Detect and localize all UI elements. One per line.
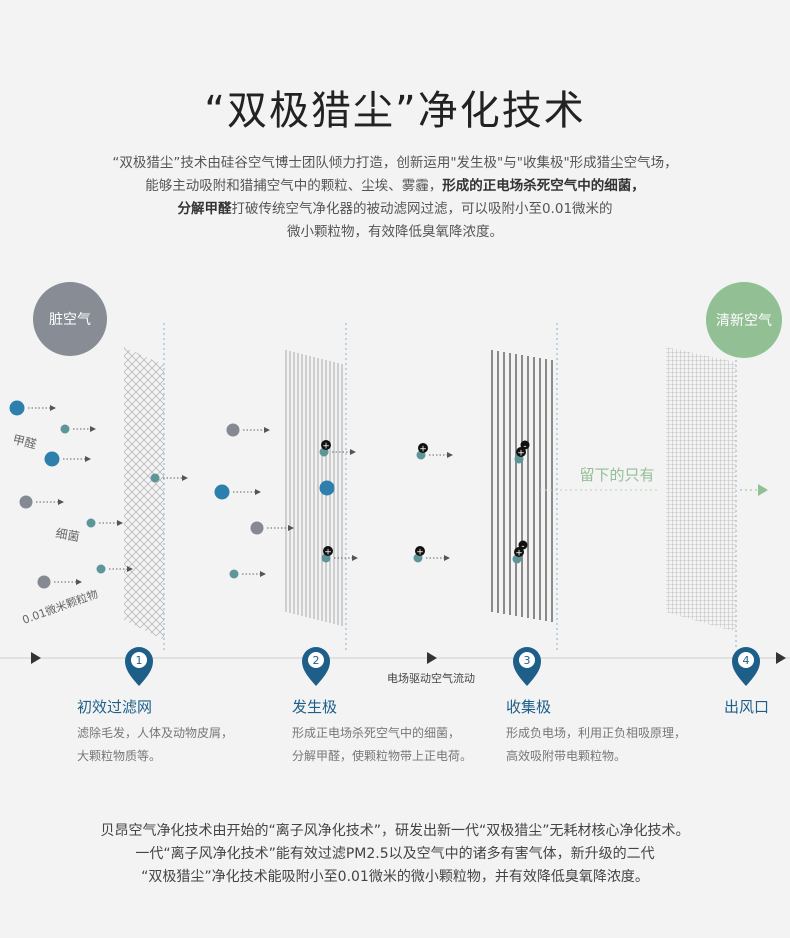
bottom-line-1: 贝昂空气净化技术由开始的“离子风净化技术”，研发出新一代“双极猎尘”无耗材核心净… (100, 823, 690, 839)
flow-arrow-icon (776, 652, 786, 664)
stage-2-desc-1: 形成正电场杀死空气中的细菌， (292, 726, 461, 740)
stage-marker-1: 1 (125, 647, 153, 686)
particle (19, 495, 33, 509)
particle (44, 451, 60, 467)
intro-line-2: 能够主动吸附和猎捕空气中的颗粒、尘埃、雾霾，形成的正电场杀死空气中的细菌， (0, 175, 790, 198)
intro-line-2-bold: 形成的正电场杀死空气中的细菌， (442, 178, 645, 194)
plus-sign-icon: + (419, 445, 427, 455)
intro-line-1: “双极猎尘”技术由硅谷空气博士团队倾力打造，创新运用"发生极"与"收集极"形成猎… (112, 155, 678, 171)
particle (226, 423, 240, 437)
clean-air-bubble: 清新空气 (706, 282, 782, 358)
stage-2-title: 发生极 (292, 698, 338, 716)
intro-line-3-bold: 分解甲醛 (177, 201, 232, 217)
stage-2-desc-2: 分解甲醛，使颗粒物带上正电荷。 (292, 749, 473, 763)
charged-particles: + + + + + - + - (319, 440, 530, 564)
remaining-label: 留下的只有 (579, 466, 654, 484)
particle-group-stage2 (214, 423, 335, 579)
particle (250, 521, 264, 535)
plus-sign-icon: + (322, 442, 330, 452)
flow-arrow-icon (31, 652, 41, 664)
plus-sign-icon: + (324, 548, 332, 558)
bottom-line-2: 一代“离子风净化技术”能有效过滤PM2.5以及空气中的诸多有害气体，新升级的二代 (135, 846, 655, 862)
stage-marker-3: 3 (513, 647, 541, 686)
particle (319, 480, 335, 496)
stage-4-title: 出风口 (724, 698, 770, 716)
intro-line-3-plain: 打破传统空气净化器的被动滤网过滤，可以吸附小至0.01微米的 (231, 201, 613, 217)
stage-number: 1 (136, 654, 143, 667)
plus-sign-icon: + (515, 549, 523, 559)
intro-line-2-plain: 能够主动吸附和猎捕空气中的颗粒、尘埃、雾霾， (145, 178, 443, 194)
bottom-line-3: “双极猎尘”净化技术能吸附小至0.01微米的微小颗粒物，并有效降低臭氧降浓度。 (141, 869, 649, 885)
particle (150, 473, 160, 483)
plus-sign-icon: + (517, 449, 525, 459)
stage-marker-2: 2 (302, 647, 330, 686)
stage-marker-4: 4 (732, 647, 760, 686)
dirty-air-bubble: 脏空气 (33, 282, 107, 356)
stage-number: 3 (524, 654, 531, 667)
clean-arrow-icon (758, 484, 768, 496)
particle-group-incoming (9, 400, 133, 589)
primary-filter-mesh (124, 347, 164, 640)
plus-sign-icon: + (416, 548, 424, 558)
minus-sign-icon: - (521, 542, 524, 552)
flow-arrow-icon (427, 652, 437, 664)
stage-number: 2 (313, 654, 320, 667)
particle (60, 424, 70, 434)
minus-sign-icon: - (523, 442, 526, 452)
label-bacteria: 细菌 (54, 526, 80, 544)
stage-3-title: 收集极 (506, 698, 552, 716)
generator-plates (285, 350, 343, 626)
stage-1-desc-2: 大颗粒物质等。 (77, 749, 162, 763)
stage-3-desc-2: 高效吸附带电颗粒物。 (506, 749, 627, 763)
stage-1-title: 初效过滤网 (77, 698, 153, 716)
intro-line-4: 微小颗粒物，有效降低臭氧降浓度。 (287, 224, 503, 240)
stage-1-desc-1: 滤除毛发，人体及动物皮屑， (77, 726, 234, 740)
label-formaldehyde: 甲醛 (11, 431, 38, 451)
collector-plates (491, 350, 553, 622)
page-title: “双极猎尘”净化技术 (204, 88, 586, 134)
label-fine-particles: 0.01微米颗粒物 (20, 586, 99, 626)
particle (37, 575, 51, 589)
particle (86, 518, 96, 528)
particle (214, 484, 230, 500)
outlet-mesh (666, 347, 736, 632)
flow-label: 电场驱动空气流动 (387, 671, 475, 685)
particle (9, 400, 25, 416)
stage-number: 4 (743, 654, 750, 667)
particle (96, 564, 106, 574)
particle (229, 569, 239, 579)
intro-line-3: 分解甲醛打破传统空气净化器的被动滤网过滤，可以吸附小至0.01微米的 (0, 198, 790, 221)
stage-3-desc-1: 形成负电场，利用正负相吸原理， (506, 726, 687, 740)
